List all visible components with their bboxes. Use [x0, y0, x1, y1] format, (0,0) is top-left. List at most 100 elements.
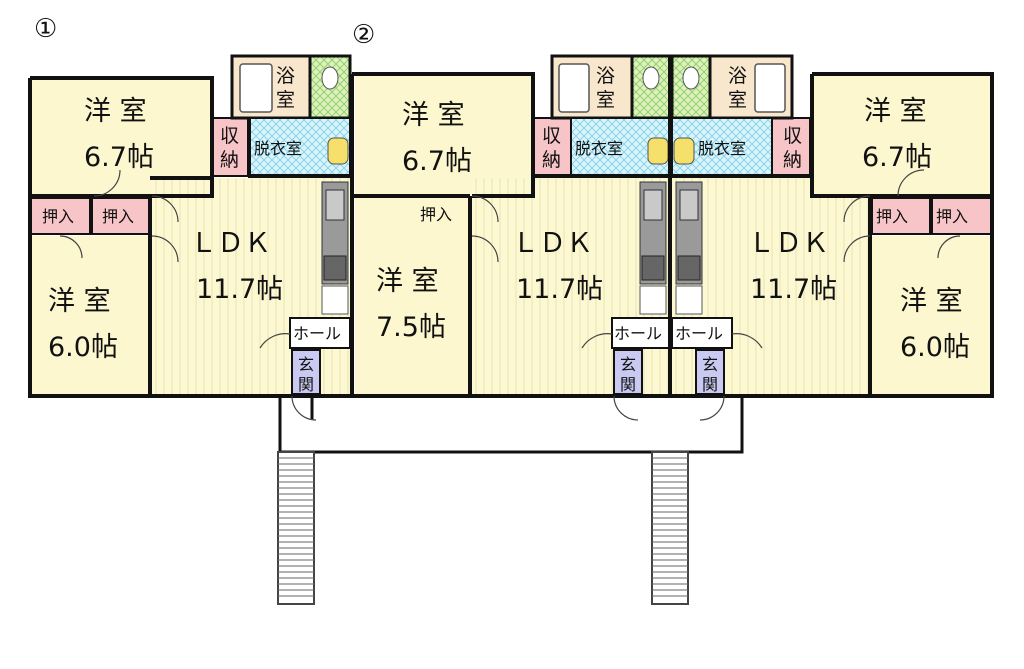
- label-oshiire-unit3-a: 押入: [876, 207, 908, 226]
- unit-1: [29, 54, 352, 396]
- walls: [28, 56, 994, 398]
- corridor: [278, 396, 744, 454]
- bathtub-unit2: [558, 63, 590, 113]
- label-entrance-2-unit1: 関: [298, 375, 314, 394]
- sink-unit1: [325, 189, 345, 221]
- label-western-unit3-a: 洋 室: [864, 96, 927, 127]
- bathtub-unit3: [754, 63, 786, 113]
- label-entrance-1-unit1: 玄: [298, 355, 314, 374]
- western-room-6-0-unit3: [872, 236, 992, 396]
- label-size-67-unit3: 6.7帖: [862, 142, 932, 173]
- label-storage-2-unit3: 納: [783, 149, 802, 171]
- sink-unit3: [679, 189, 699, 221]
- western-room-6-7-unit3: [812, 74, 992, 196]
- toilet-bowl-unit3: [682, 66, 700, 90]
- door-arc-4: [59, 235, 83, 259]
- labels: 洋 室 6.7帖 押入 押入 洋 室 6.0帖 ＬＤＫ 11.7帖 収 納 浴 …: [42, 65, 970, 394]
- label-size-117-unit3: 11.7帖: [750, 274, 837, 305]
- bathtub-unit1: [239, 63, 273, 113]
- label-size-75-unit2: 7.5帖: [376, 312, 446, 343]
- label-bath-1-unit3: 浴: [728, 65, 747, 87]
- closet-oshiire-b-unit3: [931, 197, 993, 235]
- door-arc-16: [699, 395, 725, 421]
- door-arc-7: [843, 195, 871, 223]
- storage-unit2: [532, 117, 572, 177]
- hall-unit2: [611, 317, 671, 349]
- label-dressing-unit1: 脱衣室: [254, 139, 302, 158]
- door-arc-12: [581, 333, 613, 349]
- label-dressing-unit2: 脱衣室: [575, 139, 623, 158]
- label-ldk-unit1: ＬＤＫ: [190, 228, 271, 259]
- label-bath-1-unit1: 浴: [276, 65, 295, 87]
- label-ldk-unit3: ＬＤＫ: [748, 228, 829, 259]
- stove-unit3: [677, 255, 701, 281]
- label-western-unit3-b: 洋 室: [900, 286, 963, 317]
- label-storage-1-unit3: 収: [783, 125, 802, 147]
- door-arc-3: [151, 235, 179, 263]
- toilet-bowl-unit1: [321, 66, 339, 90]
- door-arc-6: [471, 235, 499, 263]
- label-dressing-unit3: 脱衣室: [698, 139, 746, 158]
- label-western-unit2-b: 洋 室: [376, 266, 439, 297]
- label-hall-unit1: ホール: [293, 324, 341, 343]
- unit-number-2: ②: [352, 20, 376, 50]
- label-size-67-unit1: 6.7帖: [84, 142, 154, 173]
- entrance-unit1: [291, 349, 321, 395]
- door-arc-2: [151, 195, 179, 223]
- label-oshiire-unit3-b: 押入: [936, 207, 968, 226]
- label-size-60-unit1: 6.0帖: [48, 332, 118, 363]
- washbasin-unit2: [647, 137, 669, 165]
- stove-unit2: [641, 255, 665, 281]
- door-arc-15: [613, 395, 639, 421]
- door-arc-9: [937, 235, 961, 259]
- fridge-space-unit3: [675, 285, 703, 315]
- label-western-unit2-a: 洋 室: [402, 100, 465, 131]
- washbasin-unit1: [327, 137, 349, 165]
- storage-unit1: [211, 117, 249, 177]
- door-arc-8: [843, 235, 871, 263]
- stairs-right: [651, 451, 689, 605]
- label-western-unit1-b: 洋 室: [48, 286, 111, 317]
- unit-3: [670, 54, 993, 396]
- label-oshiire-unit1-a: 押入: [42, 207, 74, 226]
- door-arc-14: [291, 395, 317, 421]
- label-hall-unit2: ホール: [614, 324, 662, 343]
- western-room-6-0-unit1: [30, 236, 150, 396]
- unit-2: [355, 54, 672, 396]
- label-storage-2-unit2: 納: [542, 149, 561, 171]
- door-arc-10: [897, 169, 925, 197]
- label-bath-2-unit2: 室: [596, 89, 615, 111]
- stairs-left: [277, 451, 315, 605]
- label-storage-2-unit1: 納: [220, 149, 239, 171]
- fridge-space-unit2: [639, 285, 667, 315]
- stove-unit1: [323, 255, 347, 281]
- label-bath-2-unit1: 室: [276, 89, 295, 111]
- label-storage-1-unit2: 収: [542, 125, 561, 147]
- label-oshiire-unit2: 押入: [420, 205, 452, 224]
- label-oshiire-unit1-b: 押入: [102, 207, 134, 226]
- label-size-117-unit1: 11.7帖: [196, 274, 283, 305]
- closet-oshiire-a-unit3: [871, 197, 931, 235]
- western-room-6-7-unit2: [355, 74, 533, 196]
- door-arc-11: [259, 333, 291, 349]
- door-arc-1: [93, 169, 121, 197]
- washbasin-unit3: [673, 137, 695, 165]
- label-size-67-unit2: 6.7帖: [402, 146, 472, 177]
- door-arc-13: [731, 333, 763, 349]
- fridge-space-unit1: [321, 285, 349, 315]
- western-room-7-5-unit2: [355, 198, 470, 396]
- label-bath-2-unit3: 室: [728, 89, 747, 111]
- door-arc-5: [471, 195, 499, 223]
- label-storage-1-unit1: 収: [220, 125, 239, 147]
- label-hall-unit3: ホール: [675, 324, 723, 343]
- label-size-60-unit3: 6.0帖: [900, 332, 970, 363]
- label-size-117-unit2: 11.7帖: [516, 274, 603, 305]
- label-entrance-1-unit3: 玄: [702, 355, 718, 374]
- label-entrance-1-unit2: 玄: [620, 355, 636, 374]
- label-ldk-unit2: ＬＤＫ: [512, 228, 593, 259]
- unit-number-1: ①: [34, 14, 58, 44]
- toilet-bowl-unit2: [642, 66, 660, 90]
- label-entrance-2-unit2: 関: [620, 375, 636, 394]
- sink-unit2: [643, 189, 663, 221]
